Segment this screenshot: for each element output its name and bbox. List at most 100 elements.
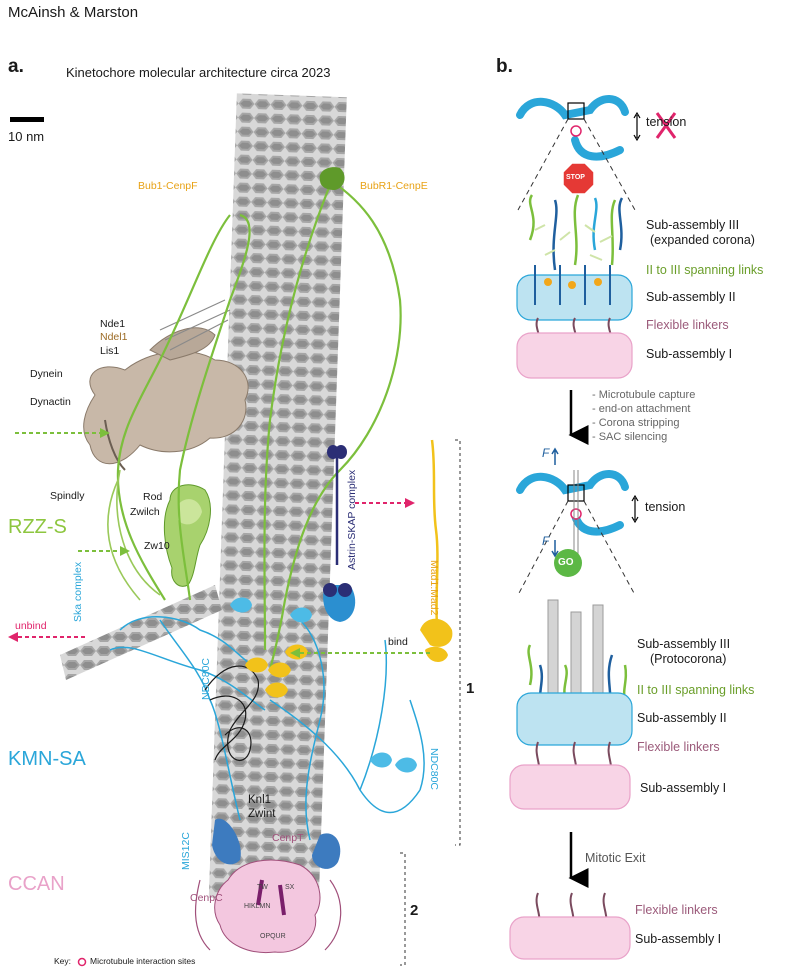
b-flex-1: Flexible linkers [646, 318, 729, 332]
label-tw: TW [257, 884, 268, 891]
b-go: GO [558, 557, 574, 568]
label-opqur: OPQUR [260, 933, 286, 940]
key-mt-site-icon [77, 957, 87, 967]
sub1-box-1 [516, 332, 633, 379]
scale-label: 10 nm [8, 129, 45, 144]
protocorona-mts [547, 599, 604, 706]
sub2-orange-1 [544, 278, 602, 289]
b-sub1-3: Sub-assembly I [635, 932, 722, 946]
label-mad1-mad2: Mad1:Mad2 [428, 560, 440, 616]
ccan-shape [194, 859, 342, 954]
kmn-strands [109, 616, 425, 841]
b-sub1-2: Sub-assembly I [640, 781, 727, 795]
mis12-shapes [212, 818, 341, 869]
dashed-arrows [15, 432, 430, 654]
label-spindly: Spindly [50, 490, 85, 502]
bubr1-head [319, 167, 345, 190]
b-sub1-1: Sub-assembly I [646, 347, 733, 361]
label-kmn-sa: KMN-SA [8, 748, 86, 770]
label-bubr1-cenpe: BubR1-CenpE [360, 180, 428, 192]
label-nde1: Nde1 [100, 318, 126, 330]
label-lis1: Lis1 [100, 345, 120, 357]
label-zwint: Zwint [248, 808, 276, 820]
b-sub3-expanded: Sub-assembly III [646, 218, 740, 232]
b-spanning-2: II to III spanning links [637, 683, 755, 697]
sub2-box-2 [516, 692, 633, 746]
label-cenpc: CenpC [190, 892, 223, 904]
rzz-shape [163, 484, 211, 587]
figure-title: Kinetochore molecular architecture circa… [66, 65, 331, 80]
panel-b-label: b. [496, 56, 513, 77]
label-unbind: unbind [15, 620, 47, 632]
label-ndel1: Ndel1 [100, 331, 128, 343]
b-flex-2: Flexible linkers [637, 740, 720, 754]
corona-strands [528, 194, 624, 271]
force-arrow-top [551, 447, 559, 465]
label-knl1: Knl1 [248, 794, 272, 806]
microtubule-diagonal [60, 585, 222, 680]
b-force-top: F [542, 446, 550, 460]
label-zw10: Zw10 [144, 540, 170, 552]
label-mis12c: MIS12C [180, 832, 192, 870]
arrow-heads [8, 428, 415, 658]
label-ska-complex: Ska complex [72, 561, 84, 622]
b-flex-3: Flexible linkers [635, 903, 718, 917]
stop-sign [562, 162, 595, 195]
sub1-box-2 [509, 764, 631, 810]
rzz-spindly-strands [107, 469, 161, 601]
b-sub3-proto-sub: (Protocorona) [650, 652, 727, 666]
label-dynein: Dynein [30, 368, 63, 380]
b-tension-mid: tension [645, 500, 686, 514]
label-astrin-skap: Astrin-SKAP complex [346, 469, 358, 570]
bracket-2-label: 2 [410, 902, 419, 919]
b-sub2-1: Sub-assembly II [646, 290, 736, 304]
microtubule-main [208, 93, 347, 902]
nde1-lines [159, 299, 231, 351]
label-bind: bind [388, 636, 408, 648]
b-spanning-1: II to III spanning links [646, 263, 764, 277]
x-mark [655, 112, 677, 139]
label-dynactin: Dynactin [30, 396, 71, 408]
bracket-1-label: 1 [466, 680, 475, 697]
ska-shapes [230, 597, 417, 773]
tension-arrow-mid [631, 494, 639, 524]
label-ndc80c-left: NDC80C [200, 657, 212, 700]
bracket-2 [400, 852, 406, 966]
b-step-3: - Corona stripping [592, 417, 680, 429]
label-rzz-s: RZZ-S [8, 516, 67, 538]
b-sub3-expanded-sub: (expanded corona) [650, 233, 755, 247]
label-zwilch: Zwilch [130, 506, 160, 518]
b-top-kinetochore [516, 95, 629, 161]
label-rod: Rod [143, 491, 163, 503]
go-circle [554, 549, 582, 577]
b-sub2-2: Sub-assembly II [637, 711, 727, 725]
authors: McAinsh & Marston [8, 4, 139, 21]
bub-strands [116, 179, 402, 671]
panel-a-label: a. [8, 56, 24, 77]
label-ccan: CCAN [8, 873, 65, 895]
b-step-1: - Microtubule capture [592, 389, 696, 401]
bracket-1 [455, 439, 461, 846]
b-sub3-proto: Sub-assembly III [637, 637, 731, 651]
force-arrow-bottom [551, 540, 559, 558]
knl1-zwint-shape [204, 665, 260, 761]
b-force-bottom: F [542, 534, 550, 548]
astrin-skap-shape [323, 445, 356, 622]
label-sx: SX [285, 884, 295, 891]
b-step-4: - SAC silencing [592, 431, 668, 443]
label-hiklmn: HIKLMN [244, 903, 271, 910]
b-mitotic-exit: Mitotic Exit [585, 851, 646, 865]
sub1-box-3 [509, 916, 631, 960]
b-tension-top: tension [646, 115, 687, 129]
b-step-2: - end-on attachment [592, 403, 691, 415]
label-ndc80c-right: NDC80C [428, 748, 440, 791]
b-mid-kinetochore [516, 470, 629, 555]
sub2-pins-1 [534, 265, 611, 305]
corona-flecks [534, 224, 613, 261]
b-stop: STOP [566, 174, 585, 181]
key-prefix: Key: [54, 956, 72, 966]
label-bub1-cenpf: Bub1-CenpF [138, 180, 198, 192]
tension-arrow-top [633, 111, 641, 142]
label-cenpt: CenpT [272, 832, 304, 844]
